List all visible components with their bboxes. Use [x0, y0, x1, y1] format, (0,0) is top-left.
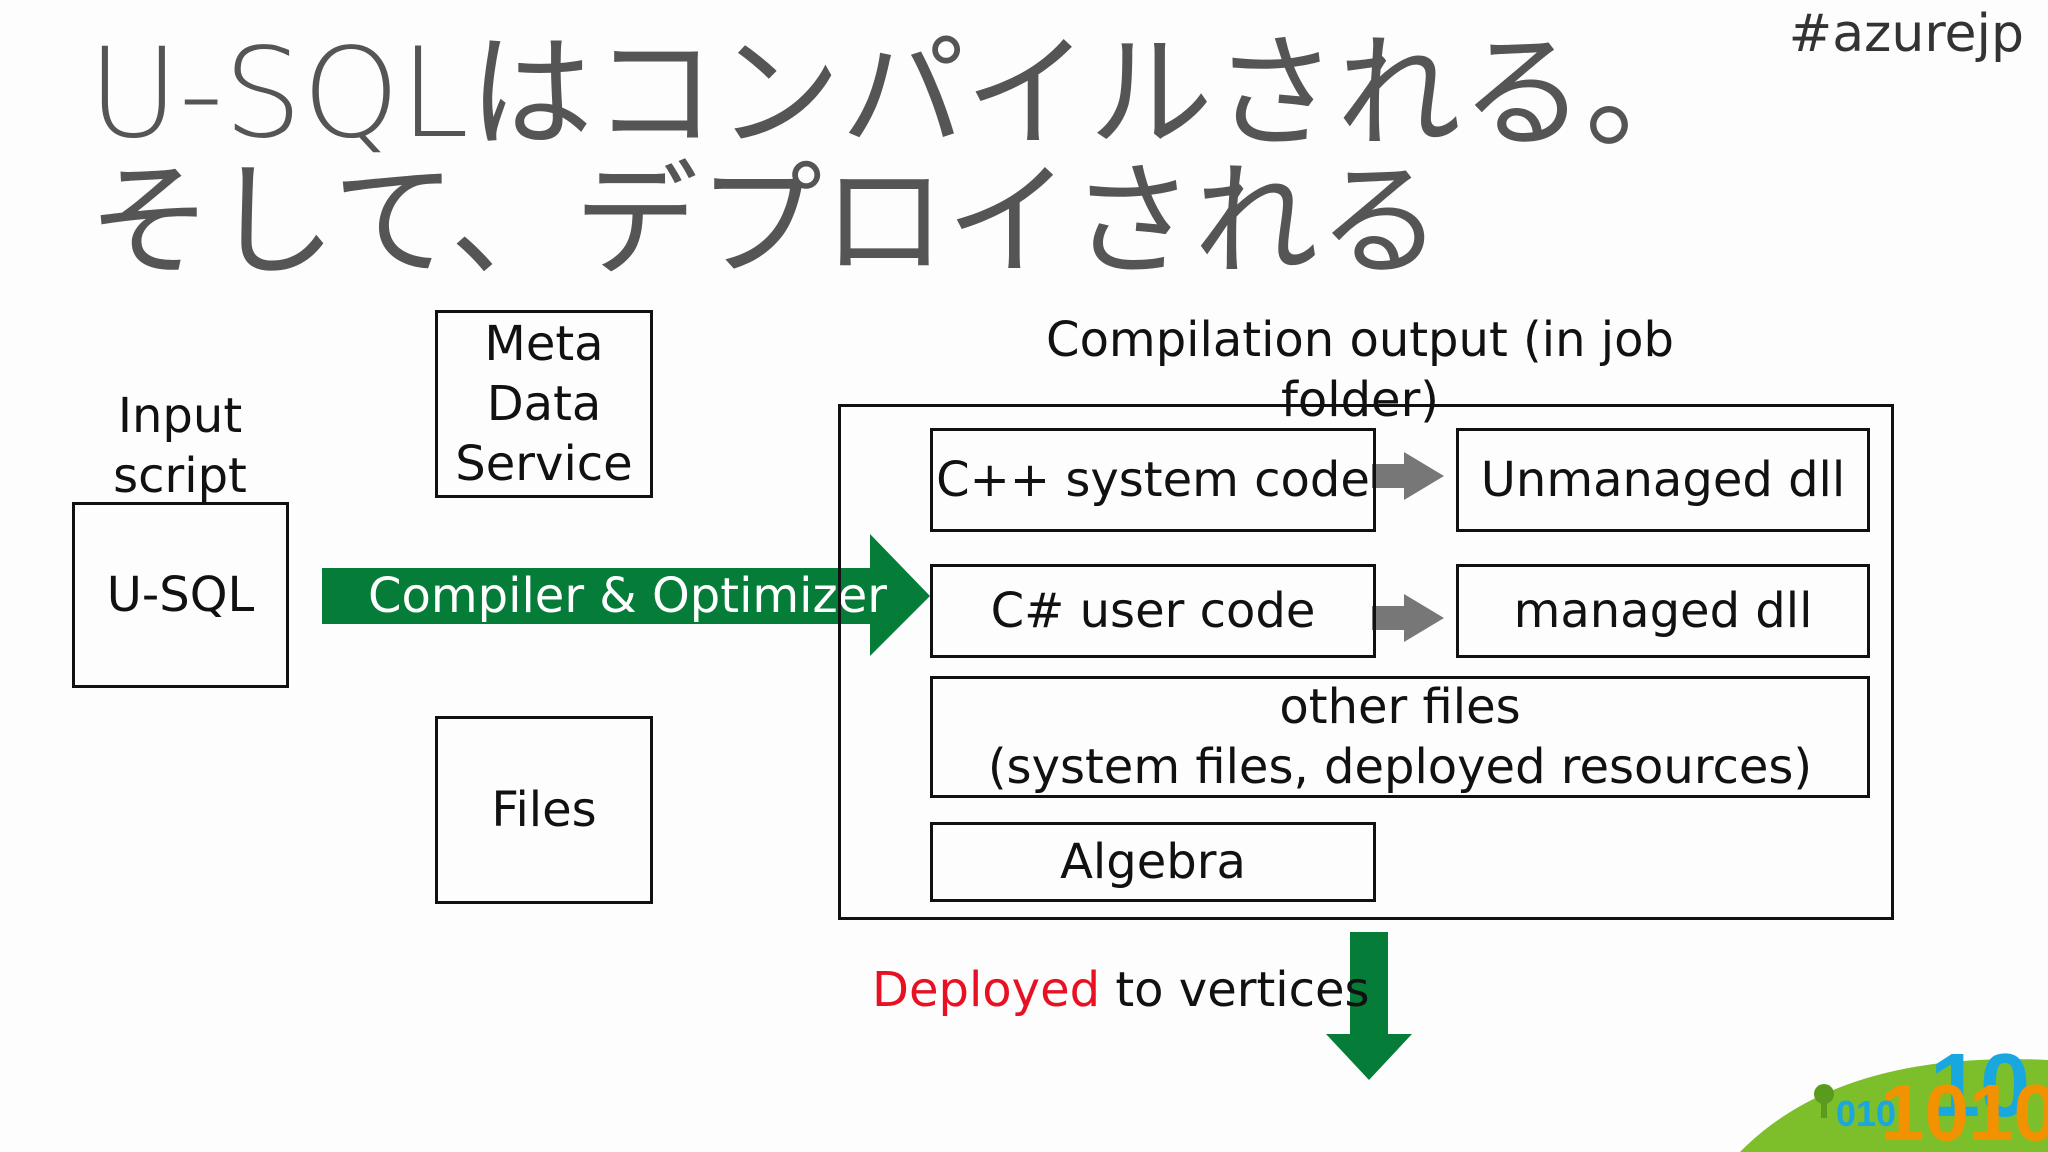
metadata-line1: Meta [484, 316, 604, 372]
svg-text:1010: 1010 [1880, 1068, 2048, 1152]
cs-user-code-box: C# user code [930, 564, 1376, 658]
slide-title: U-SQLはコンパイルされる。 そして、デプロイされる [88, 30, 1709, 286]
cs-user-code-text: C# user code [990, 583, 1316, 639]
deploy-rest: to vertices [1100, 962, 1370, 1018]
corner-logo: 10 1010 010 [1740, 1036, 2048, 1152]
hashtag-label: #azurejp [1788, 4, 2024, 64]
metadata-service-box: Meta Data Service [435, 310, 653, 498]
metadata-line3: Service [455, 436, 633, 492]
unmanaged-dll-text: Unmanaged dll [1480, 452, 1846, 508]
input-label-line1: Input [117, 388, 243, 444]
algebra-text: Algebra [1060, 834, 1246, 890]
other-files-box: other files (system files, deployed reso… [930, 676, 1870, 798]
compilation-output-heading: Compilation output (in job folder) [1046, 312, 1674, 428]
deploy-label: Deployed to vertices [872, 960, 1370, 1020]
title-line-2: そして、デプロイされる [88, 150, 1443, 294]
usql-box: U-SQL [72, 502, 289, 688]
compilation-output-container [838, 404, 1894, 920]
other-files-line2: (system files, deployed resources) [987, 739, 1813, 795]
other-files-line1: other files [1279, 679, 1521, 735]
deploy-arrow [1326, 932, 1412, 1080]
compiler-label: Compiler & Optimizer [368, 568, 887, 624]
files-box: Files [435, 716, 653, 904]
files-text: Files [491, 782, 597, 838]
unmanaged-dll-box: Unmanaged dll [1456, 428, 1870, 532]
gray-arrow-2 [1372, 594, 1444, 642]
svg-text:10: 10 [1930, 1036, 2030, 1136]
input-label-line2: script [113, 448, 247, 504]
deployed-word: Deployed [872, 962, 1101, 1018]
usql-text: U-SQL [106, 567, 255, 623]
algebra-box: Algebra [930, 822, 1376, 902]
cpp-system-code-box: C++ system code [930, 428, 1376, 532]
metadata-line2: Data [486, 376, 602, 432]
compiler-arrow [322, 534, 930, 656]
title-line-1: U-SQLはコンパイルされる。 [88, 22, 1709, 166]
gray-arrow-1 [1372, 452, 1444, 500]
managed-dll-text: managed dll [1513, 583, 1813, 639]
svg-text:010: 010 [1836, 1093, 1896, 1134]
cpp-system-code-text: C++ system code [936, 452, 1370, 508]
input-script-label: Input script [100, 386, 260, 506]
managed-dll-box: managed dll [1456, 564, 1870, 658]
